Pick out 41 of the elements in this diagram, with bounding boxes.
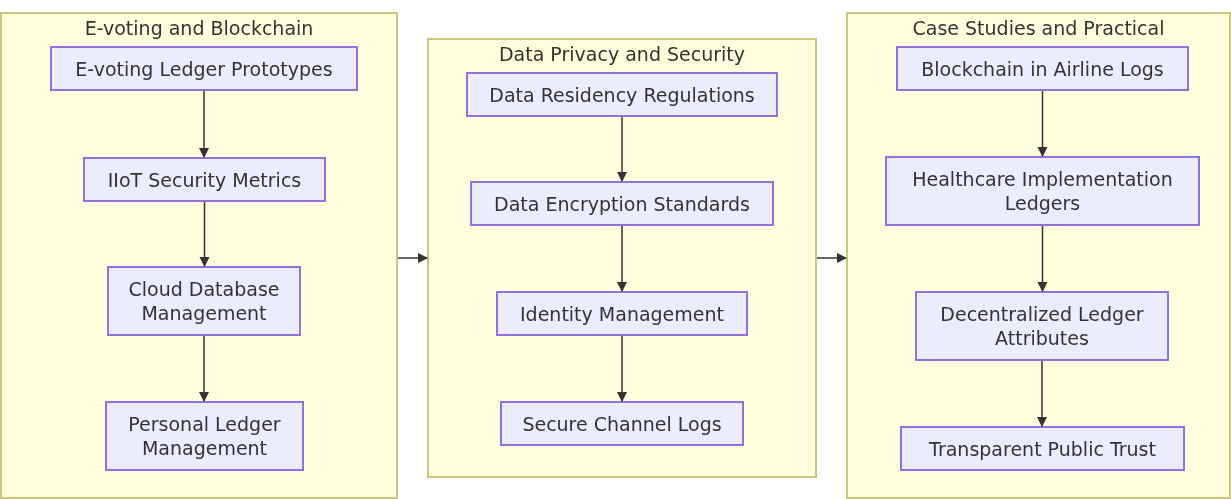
process-box [915, 291, 1169, 361]
arrow [1037, 90, 1048, 158]
arrow [816, 252, 848, 264]
process-box [105, 401, 304, 471]
process-box [500, 401, 744, 446]
group-container [846, 12, 1231, 499]
group-title: Data Privacy and Security [498, 42, 745, 66]
arrow [198, 90, 210, 159]
box-label: Personal Ledger Management [127, 412, 282, 460]
group-container [427, 38, 817, 478]
box-label: Data Encryption Standards [493, 191, 751, 216]
group-title: E-voting and Blockchain [84, 16, 314, 40]
process-box [83, 157, 326, 202]
box-label: Cloud Database Management [127, 277, 281, 325]
box-label: Data Residency Regulations [488, 82, 756, 107]
box-label: Blockchain in Airline Logs [920, 56, 1165, 81]
process-box [496, 291, 748, 336]
arrow [616, 225, 628, 293]
process-box [470, 181, 774, 226]
box-label: Healthcare Implementation Ledgers [911, 167, 1174, 215]
process-box [50, 46, 358, 91]
box-label: Transparent Public Trust [928, 436, 1157, 461]
process-box [900, 426, 1185, 471]
group-container [0, 12, 398, 499]
arrow [1037, 225, 1048, 293]
box-label: Secure Channel Logs [521, 411, 723, 436]
box-label: Identity Management [519, 301, 725, 326]
box-label: Decentralized Ledger Attributes [939, 302, 1145, 350]
box-label: E-voting Ledger Prototypes [74, 56, 334, 81]
arrow [397, 252, 429, 264]
arrow [199, 201, 210, 268]
arrow [198, 335, 210, 403]
group-title: Case Studies and Practical [912, 16, 1165, 40]
process-box [107, 266, 301, 336]
arrow [616, 116, 628, 183]
process-box [466, 72, 778, 117]
arrow [1036, 360, 1048, 428]
process-box [896, 46, 1189, 91]
process-box [885, 156, 1200, 226]
box-label: IIoT Security Metrics [106, 167, 303, 192]
arrow [616, 335, 628, 403]
